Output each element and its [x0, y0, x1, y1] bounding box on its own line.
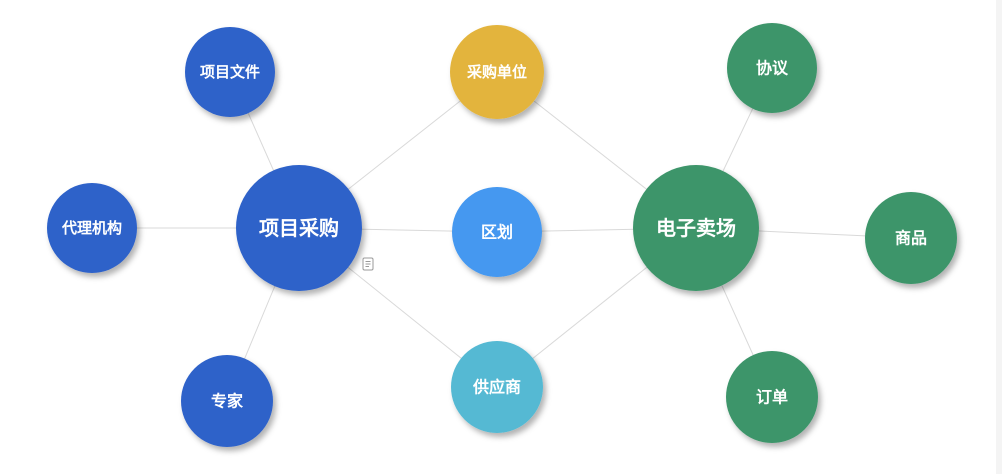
node-xmcg[interactable]: 项目采购: [236, 165, 362, 291]
node-circle: [185, 27, 275, 117]
node-circle: [726, 351, 818, 443]
node-circle: [865, 192, 957, 284]
node-xy[interactable]: 协议: [727, 23, 817, 113]
node-label: 商品: [895, 229, 927, 248]
note-icon[interactable]: [362, 257, 374, 271]
node-dzmc[interactable]: 电子卖场: [633, 165, 759, 291]
node-circle: [236, 165, 362, 291]
node-circle: [451, 341, 543, 433]
scrollbar[interactable]: [996, 0, 1002, 474]
node-label: 项目采购: [259, 216, 339, 240]
node-label: 订单: [756, 388, 788, 407]
node-zj[interactable]: 专家: [181, 355, 273, 447]
node-label: 供应商: [472, 378, 521, 397]
node-label: 项目文件: [200, 63, 260, 81]
node-xmwj[interactable]: 项目文件: [185, 27, 275, 117]
node-dd[interactable]: 订单: [726, 351, 818, 443]
node-label: 代理机构: [61, 219, 122, 237]
node-circle: [181, 355, 273, 447]
node-circle: [450, 25, 544, 119]
node-qh[interactable]: 区划: [452, 187, 542, 277]
node-label: 电子卖场: [656, 216, 736, 240]
node-label: 区划: [481, 223, 513, 242]
node-cgdw[interactable]: 采购单位: [450, 25, 544, 119]
node-dljg[interactable]: 代理机构: [47, 183, 137, 273]
node-label: 协议: [756, 59, 789, 78]
node-label: 专家: [211, 392, 244, 411]
node-sp[interactable]: 商品: [865, 192, 957, 284]
node-circle: [452, 187, 542, 277]
node-gys[interactable]: 供应商: [451, 341, 543, 433]
node-circle: [727, 23, 817, 113]
node-label: 采购单位: [466, 63, 527, 81]
node-circle: [633, 165, 759, 291]
node-circle: [47, 183, 137, 273]
